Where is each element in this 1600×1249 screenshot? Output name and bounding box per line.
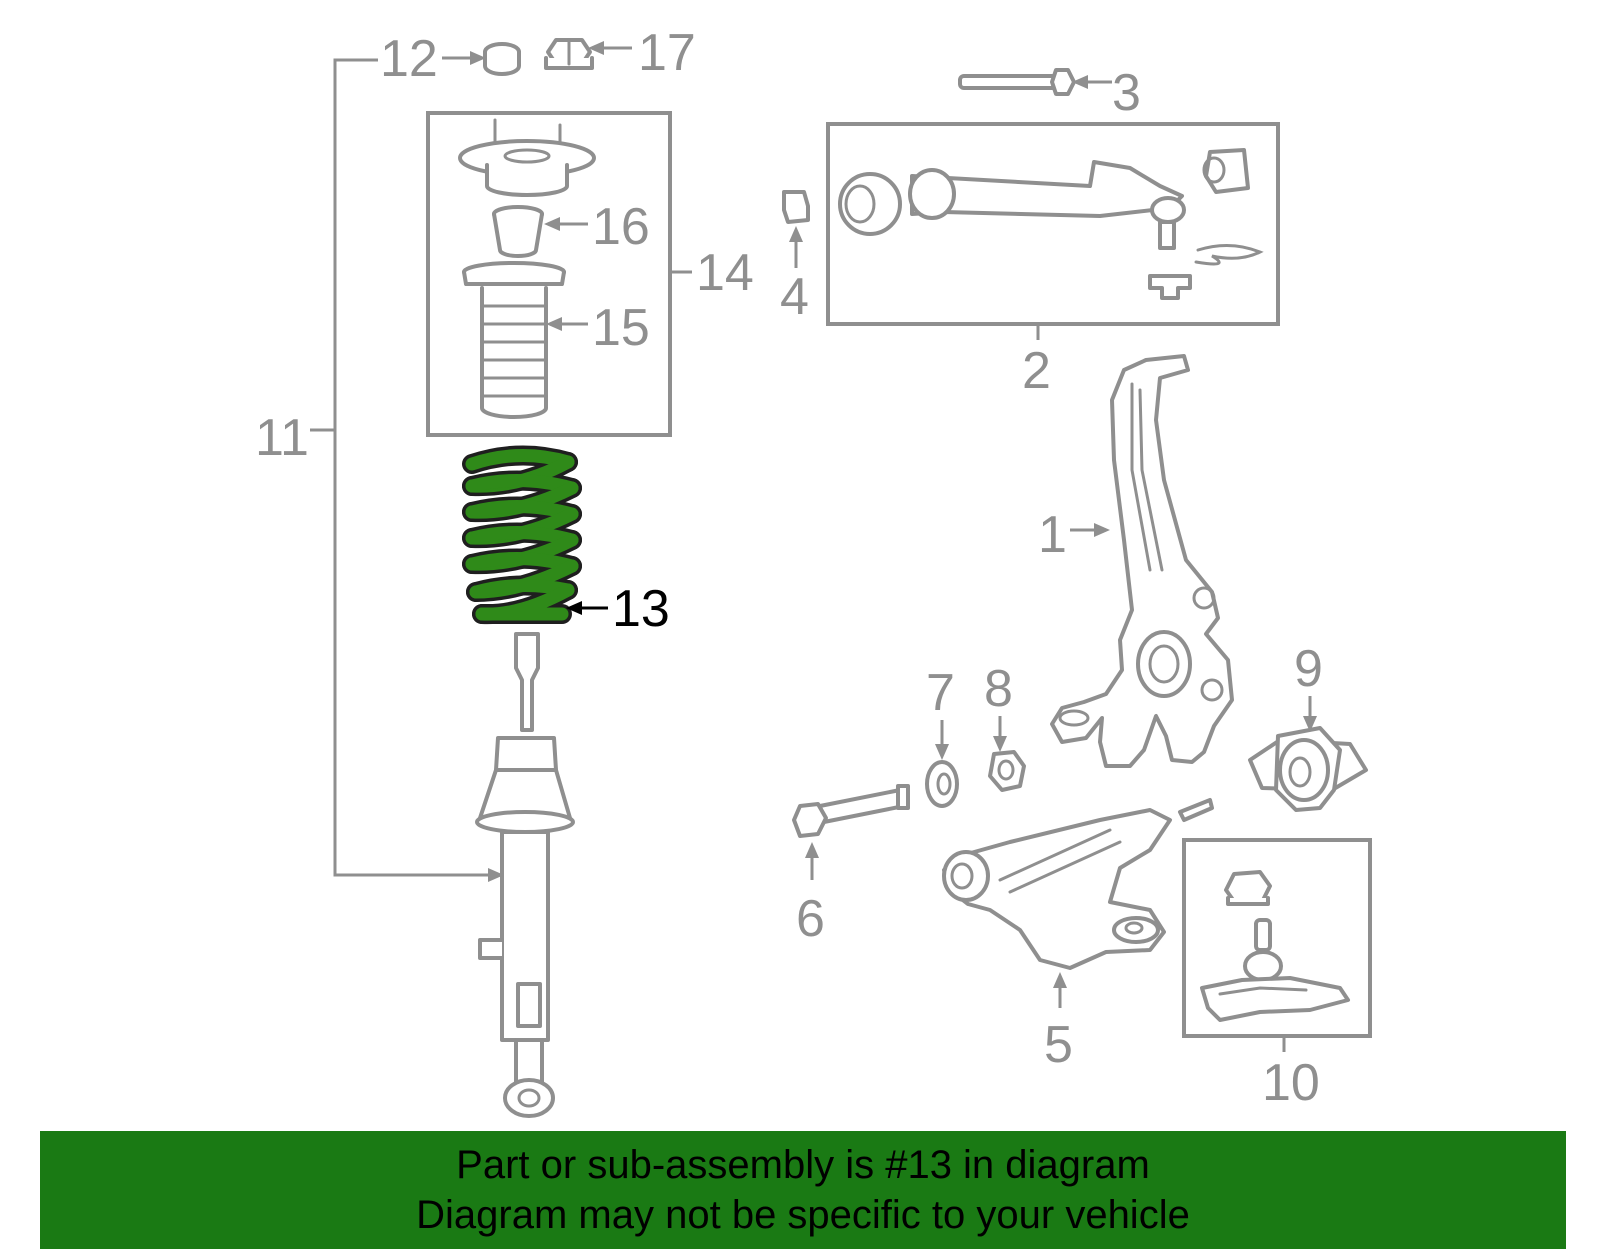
washer-7	[925, 760, 959, 808]
callout-11-bracket	[310, 58, 504, 882]
nut-17	[544, 38, 594, 70]
banner-line-1: Part or sub-assembly is #13 in diagram	[456, 1143, 1150, 1187]
callout-12-arrow	[442, 51, 486, 65]
steering-knuckle-1	[1050, 354, 1234, 768]
callout-15-arrow	[546, 317, 588, 331]
callout-7: 7	[926, 664, 955, 722]
callout-1-arrow	[1070, 523, 1110, 537]
callout-4-arrow	[789, 226, 803, 268]
ball-joint-10	[1200, 870, 1350, 1022]
callout-4: 4	[780, 268, 809, 326]
callout-13-arrow	[566, 601, 608, 615]
bolt-6	[792, 784, 910, 838]
callout-8: 8	[984, 660, 1013, 718]
callout-2: 2	[1022, 342, 1051, 400]
group-box-2	[826, 122, 1280, 326]
upper-control-arm	[838, 148, 1264, 300]
group-box-10	[1182, 838, 1372, 1038]
callout-8-arrow	[993, 716, 1007, 752]
coil-spring-13	[462, 445, 582, 625]
strut-mount	[458, 118, 596, 197]
dust-boot-15	[462, 261, 566, 419]
callout-12: 12	[380, 30, 438, 88]
callout-17: 17	[638, 24, 696, 82]
callout-17-arrow	[588, 41, 632, 55]
callout-6-arrow	[805, 842, 819, 880]
callout-10: 10	[1262, 1054, 1320, 1112]
callout-14: 14	[696, 244, 754, 302]
nut-4	[782, 190, 810, 224]
bushing-9	[1248, 726, 1368, 812]
callout-7-arrow	[935, 720, 949, 760]
callout-16-arrow	[544, 217, 588, 231]
callout-3-arrow	[1072, 75, 1112, 89]
callout-16: 16	[592, 198, 650, 256]
banner-line-2: Diagram may not be specific to your vehi…	[416, 1193, 1190, 1237]
callout-5: 5	[1044, 1016, 1073, 1074]
callout-6: 6	[796, 890, 825, 948]
callout-9-arrow	[1303, 696, 1317, 732]
shock-absorber	[475, 632, 575, 1118]
bolt-3	[958, 68, 1076, 96]
callout-11: 11	[255, 409, 309, 467]
bump-stop-16	[492, 205, 544, 258]
callout-13: 13	[612, 580, 670, 638]
info-banner: Part or sub-assembly is #13 in diagram D…	[40, 1131, 1566, 1249]
nut-8	[988, 750, 1026, 792]
callout-9: 9	[1294, 640, 1323, 698]
callout-15: 15	[592, 299, 650, 357]
group-box-14	[426, 111, 672, 437]
callout-3: 3	[1112, 64, 1141, 122]
callout-1: 1	[1038, 506, 1067, 564]
callout-5-arrow	[1053, 972, 1067, 1008]
washer-12	[483, 42, 521, 76]
lower-control-arm-5	[942, 798, 1214, 970]
